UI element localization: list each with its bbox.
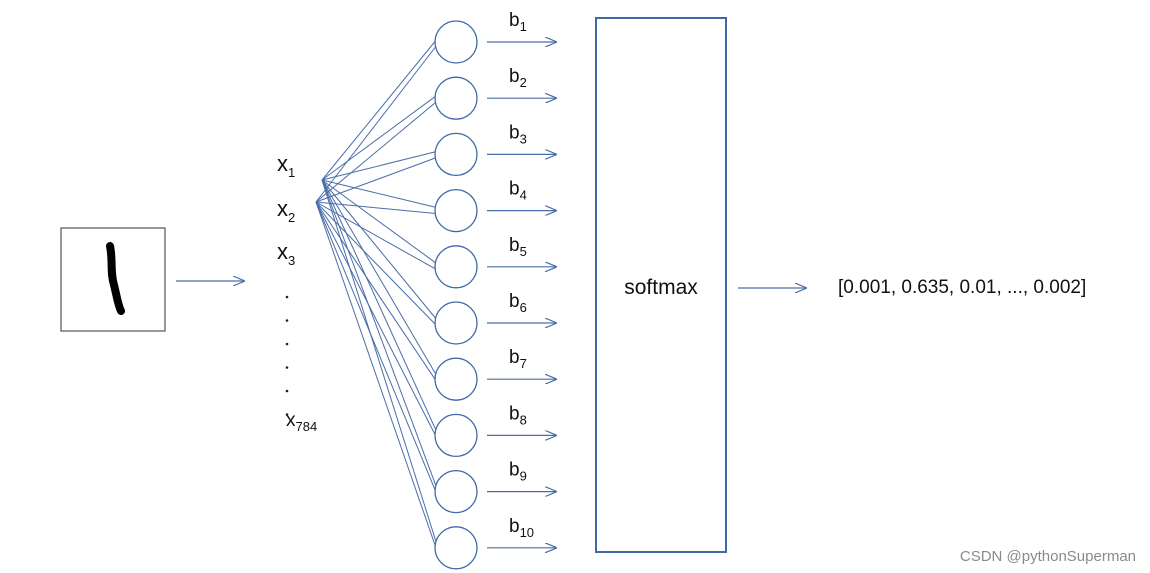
connection-line	[315, 201, 438, 383]
bias-label-2: b2	[509, 66, 527, 90]
input-label-3: x3	[277, 239, 295, 268]
connection-line	[315, 201, 438, 439]
neuron-5	[434, 245, 478, 289]
neuron-2	[434, 76, 478, 120]
connection-line	[321, 94, 438, 181]
output-probabilities: [0.001, 0.635, 0.01, ..., 0.002]	[838, 277, 1086, 298]
bias-label-4: b4	[509, 179, 527, 203]
ellipsis-dot	[285, 413, 289, 416]
input-labels: x1 x2 x3 x784	[277, 151, 317, 434]
ellipsis-dot	[285, 319, 289, 322]
connection-line	[321, 150, 438, 181]
connection-line	[315, 201, 438, 327]
bias-label-6: b6	[509, 291, 527, 315]
ellipsis-dot	[285, 295, 289, 299]
ellipsis-dot	[285, 389, 289, 393]
connection-line	[321, 38, 438, 181]
softmax-label: softmax	[624, 276, 698, 299]
connection-line	[315, 100, 438, 203]
input-ellipsis	[285, 295, 289, 416]
bias-label-8: b8	[509, 403, 527, 427]
neuron-9	[434, 469, 478, 514]
connection-lines	[315, 38, 438, 551]
bias-label-5: b5	[509, 235, 527, 259]
bias-label-3: b3	[509, 122, 527, 146]
connection-line	[315, 201, 438, 551]
watermark: CSDN @pythonSuperman	[959, 548, 1136, 565]
bias-label-9: b9	[509, 460, 527, 484]
bias-label-7: b7	[509, 347, 527, 371]
ellipsis-dot	[285, 366, 289, 369]
neuron-7	[434, 357, 478, 401]
connection-line	[321, 179, 438, 489]
connection-line	[315, 201, 438, 271]
connection-line	[315, 156, 438, 203]
neuron-3	[434, 132, 478, 177]
softmax-box	[595, 17, 727, 553]
connection-line	[315, 44, 438, 203]
digit-image	[60, 227, 166, 332]
neuron-4	[434, 188, 478, 233]
connection-line	[321, 179, 438, 209]
neuron-10	[434, 526, 478, 570]
connection-line	[321, 179, 438, 433]
input-label-784: x784	[286, 410, 317, 434]
ellipsis-dot	[285, 342, 289, 346]
neuron-8	[434, 413, 478, 458]
bias-label-1: b1	[509, 10, 527, 34]
connection-line	[321, 179, 438, 321]
input-label-1: x1	[277, 151, 295, 180]
neuron-6	[434, 301, 478, 345]
bias-label-10: b10	[509, 516, 534, 540]
connection-line	[321, 179, 438, 545]
connection-line	[321, 179, 438, 265]
connection-line	[315, 201, 438, 495]
neuron-1	[434, 20, 478, 64]
connection-line	[321, 179, 438, 377]
neuron-layer: b1 b2 b3 b4 b5 b6 b7 b8 b9 b10	[434, 10, 556, 570]
input-label-2: x2	[277, 196, 295, 225]
